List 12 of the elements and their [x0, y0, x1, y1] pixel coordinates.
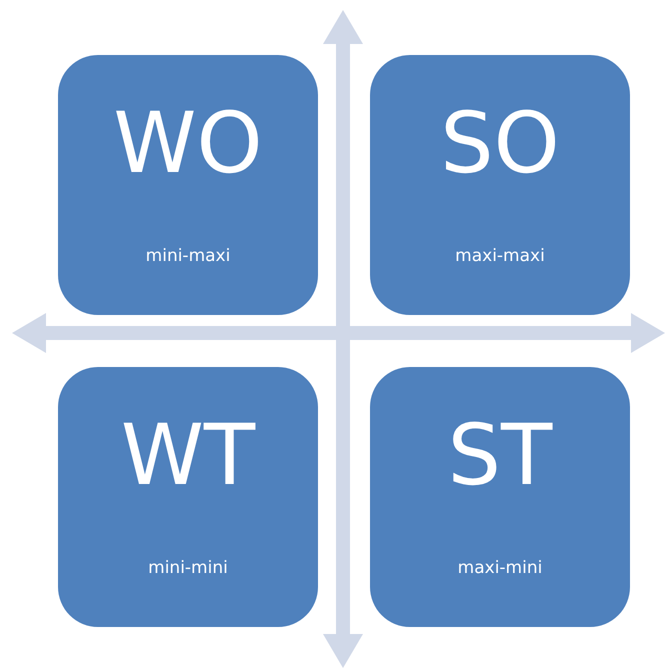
quadrant-code: WT [120, 405, 256, 505]
quadrant-code: ST [448, 405, 552, 505]
quadrant-code: WO [113, 93, 263, 193]
quadrant-box [58, 55, 318, 315]
strategy-label: maxi-mini [458, 557, 542, 579]
quadrant-box [58, 367, 318, 627]
strategy-label: maxi-maxi [455, 245, 545, 267]
quadrant-box [370, 55, 630, 315]
quadrant-box [370, 367, 630, 627]
strategy-label: mini-maxi [146, 245, 230, 267]
quadrant-code: SO [440, 93, 560, 193]
strategy-label: mini-mini [148, 557, 228, 579]
